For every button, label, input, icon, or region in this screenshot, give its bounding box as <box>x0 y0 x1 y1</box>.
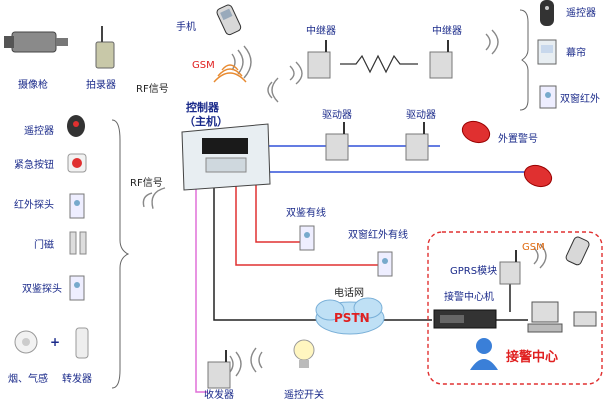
label-driver-2: 驱动器 <box>406 110 436 121</box>
repeater-icon <box>307 40 453 79</box>
label-remote-switch: 遥控开关 <box>284 390 324 401</box>
label-pstn: PSTN <box>334 311 370 325</box>
rack-server-icon <box>433 309 497 329</box>
left-brace <box>111 119 130 389</box>
signal-wave-icon <box>142 29 547 377</box>
phone-icon <box>565 236 590 266</box>
ir-detector-icon <box>299 225 315 251</box>
curtain-icon <box>537 39 557 65</box>
label-driver-1: 驱动器 <box>322 110 352 121</box>
label-remote-left: 遥控器 <box>24 126 54 137</box>
camera-icon <box>4 31 68 53</box>
transceiver-icon <box>75 327 89 359</box>
ir-detector-icon <box>69 193 85 219</box>
label-telephone-net: 电话网 <box>334 288 364 299</box>
line-pstn <box>213 185 320 321</box>
label-ext-alarm: 外置警号 <box>498 134 538 145</box>
smoke-detector-icon <box>14 330 38 354</box>
phone-icon <box>216 4 242 36</box>
label-dual-wired: 双鉴有线 <box>286 208 326 219</box>
label-gsm-top: GSM <box>192 60 215 71</box>
label-dual-ir-right: 双窗红外 <box>560 94 600 105</box>
label-rf-top: RF信号 <box>136 84 169 95</box>
label-repeater-2: 中继器 <box>432 26 462 37</box>
connection-lines <box>195 54 528 393</box>
recorder-icon <box>95 26 115 69</box>
label-transceiver: 收发器 <box>204 390 234 401</box>
driver-icon <box>325 122 429 161</box>
label-recorder: 拍录器 <box>86 80 116 91</box>
label-rf-left: RF信号 <box>130 178 163 189</box>
lightbulb-icon <box>293 339 315 368</box>
label-controller-host: （主机） <box>184 115 228 128</box>
right-brace <box>519 9 529 111</box>
line-transceiver <box>195 185 208 393</box>
remote-icon <box>540 0 554 26</box>
label-panic-button: 紧急按钮 <box>14 160 54 171</box>
label-remote-right: 遥控器 <box>566 8 596 19</box>
computer-icon <box>527 301 563 333</box>
transceiver-icon <box>499 250 521 285</box>
label-smoke-gas: 烟、气感 <box>8 374 48 385</box>
label-camera: 摄像枪 <box>18 80 48 91</box>
ir-detector-icon <box>539 85 557 109</box>
label-phone: 手机 <box>176 22 196 33</box>
line-dual-ir-wired <box>235 185 378 266</box>
transceiver-icon <box>207 350 231 389</box>
ir-detector-icon <box>377 251 393 277</box>
label-ir-probe: 红外探头 <box>14 200 54 211</box>
label-curtain: 幕帘 <box>566 48 586 59</box>
label-dual-probe: 双鉴探头 <box>22 284 62 295</box>
alarm-center-box <box>427 231 603 385</box>
cloud-icon <box>315 297 385 335</box>
label-door-magnet: 门磁 <box>34 240 54 251</box>
label-controller: 控制器 <box>186 101 219 114</box>
label-plus: + <box>50 335 61 349</box>
label-dual-ir-wired: 双窗红外有线 <box>348 230 408 241</box>
gsm-wave-icon <box>213 64 247 83</box>
label-alarm-center: 接警中心 <box>506 350 559 365</box>
label-receiver-machine: 接警中心机 <box>444 292 494 303</box>
label-transponder: 转发器 <box>62 374 92 385</box>
label-gprs-module: GPRS模块 <box>450 266 498 277</box>
ir-detector-icon <box>69 275 85 301</box>
panic-button-icon <box>67 153 87 173</box>
door-magnet-icon <box>69 231 87 255</box>
label-gsm-center: GSM <box>522 242 545 253</box>
printer-icon <box>573 311 597 327</box>
repeater-zigzag <box>340 54 418 74</box>
operator-icon <box>470 338 498 370</box>
siren-icon <box>461 120 553 188</box>
line-dual-wired <box>255 185 300 243</box>
controller-icon <box>181 123 271 191</box>
remote-icon <box>67 115 85 137</box>
label-repeater-1: 中继器 <box>306 26 336 37</box>
